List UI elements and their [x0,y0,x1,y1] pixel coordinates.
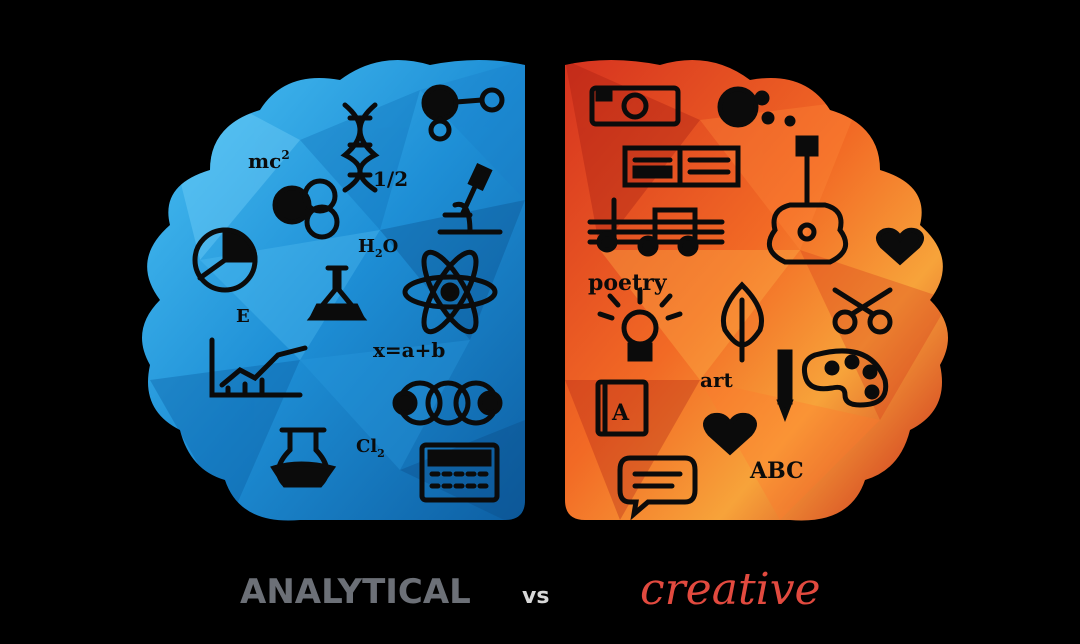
beaker-icon [270,427,337,488]
open-book-icon [622,145,741,188]
venn-icon [392,380,503,426]
speech-bubble-icon [617,455,698,521]
atom-icon [402,249,498,335]
molecule-icon [421,84,505,142]
label-e: E [236,306,250,327]
caption-analytical: ANALYTICAL [240,572,471,612]
label-art: art [700,368,733,392]
label-book-letter: A [611,400,630,426]
right-labels: poetry art A ABC [588,270,804,484]
calculator-icon [419,442,500,503]
label-half: 1/2 [373,167,408,191]
caption-vs: vs [522,584,549,609]
label-h2o: H2O [358,236,398,260]
right-icons [587,85,924,521]
pen-icon [776,349,794,422]
guitar-icon [766,135,849,265]
lightbulb-icon [597,287,683,362]
caption-row: ANALYTICAL vs creative [240,564,821,615]
left-labels: mc2 1/2 H2O E x=a+b Cl2 [236,148,445,460]
flask-icon [306,265,368,321]
dna-icon [340,102,380,193]
microscope-icon [437,162,503,235]
scissors-icon [832,287,893,335]
heart-icon [876,227,924,266]
left-icons [192,84,505,503]
line-graph-icon [209,337,308,398]
label-poetry: poetry [588,270,668,296]
camera-icon [589,85,681,127]
label-formula: x=a+b [373,338,445,362]
palette-icon [802,348,889,408]
label-cl2: Cl2 [356,436,385,460]
pie-chart-icon [192,227,258,293]
letter-book-icon [595,379,649,437]
leaf-icon [720,281,764,363]
label-abc: ABC [749,458,804,484]
heart-small-icon [703,412,757,456]
paint-splat-icon [717,86,796,128]
atoms-icon [272,178,340,240]
music-notes-icon [587,197,725,257]
caption-creative: creative [640,564,821,615]
label-mc2: mc2 [248,148,290,173]
